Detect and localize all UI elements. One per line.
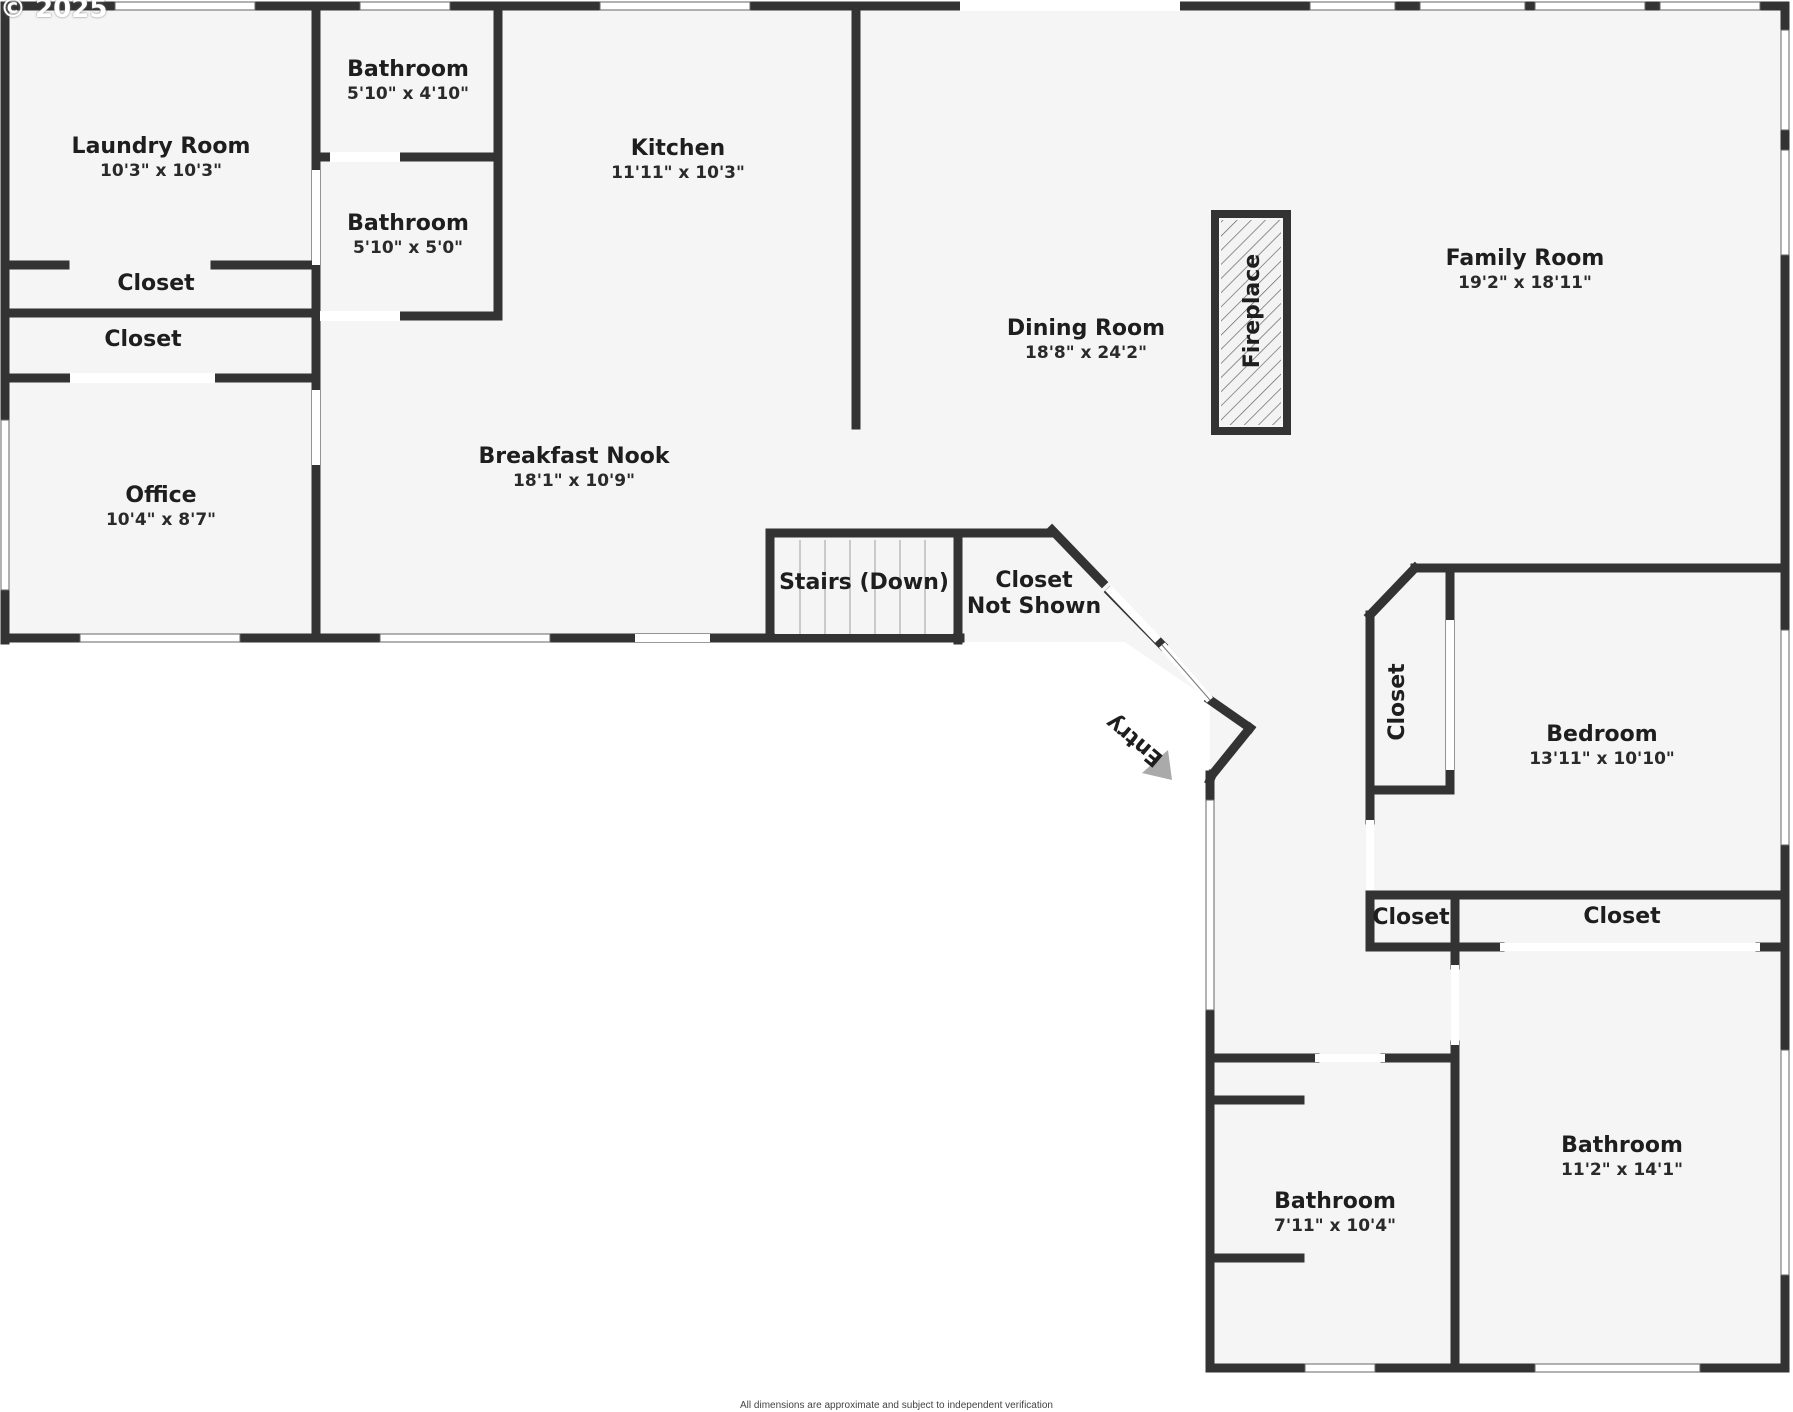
room-dims: 18'8" x 24'2"	[1025, 343, 1147, 363]
label-text: Stairs (Down)	[779, 570, 949, 595]
floor-area	[5, 6, 1785, 1368]
entry-door-glass	[1105, 585, 1161, 643]
room-dims: 11'2" x 14'1"	[1561, 1160, 1683, 1180]
room-dims: 7'11" x 10'4"	[1274, 1216, 1396, 1236]
room-dims: 5'10" x 4'10"	[347, 84, 469, 104]
room-kitchen: Kitchen 11'11" x 10'3"	[611, 136, 745, 184]
room-dims: 19'2" x 18'11"	[1458, 273, 1592, 293]
closet-left-label: Closet	[104, 327, 181, 353]
room-dining: Dining Room 18'8" x 24'2"	[1007, 316, 1165, 364]
room-name: Breakfast Nook	[478, 444, 670, 469]
stairs-label: Stairs (Down)	[779, 570, 949, 596]
room-dims: 18'1" x 10'9"	[513, 471, 635, 491]
disclaimer-footer: All dimensions are approximate and subje…	[740, 1400, 1053, 1411]
room-name: Bathroom	[347, 211, 469, 236]
room-bathroom-lower: Bathroom 7'11" x 10'4"	[1274, 1189, 1396, 1237]
room-bathroom-right: Bathroom 11'2" x 14'1"	[1561, 1133, 1683, 1181]
closet-laundry-label: Closet	[117, 271, 194, 297]
label-text: Closet	[104, 327, 182, 352]
room-name: Laundry Room	[71, 134, 251, 159]
room-name: Family Room	[1445, 246, 1605, 271]
room-dims: 5'10" x 5'0"	[352, 238, 464, 258]
room-laundry: Laundry Room 10'3" x 10'3"	[72, 134, 251, 182]
room-dims: 11'11" x 10'3"	[611, 163, 745, 183]
label-text: Closet	[1385, 663, 1410, 741]
room-family: Family Room 19'2" x 18'11"	[1446, 246, 1605, 294]
room-name: Bathroom	[1561, 1133, 1683, 1158]
room-name: Dining Room	[1006, 316, 1166, 341]
entry-arrow-icon	[1142, 750, 1172, 780]
fireplace-label: Fireplace	[1240, 254, 1266, 368]
room-bathroom-top: Bathroom 5'10" x 4'10"	[347, 57, 469, 105]
room-name: Office	[125, 483, 197, 508]
room-office: Office 10'4" x 8'7"	[106, 483, 216, 531]
door-openings	[70, 152, 1760, 1062]
room-name: Bedroom	[1546, 722, 1658, 747]
label-text: Closet	[117, 271, 195, 296]
room-name: Kitchen	[630, 136, 726, 161]
closet-small-label: Closet	[1372, 905, 1449, 931]
closet-not-shown-label: Closet Not Shown	[967, 568, 1101, 620]
room-dims: 10'3" x 10'3"	[100, 161, 222, 181]
label-text: Fireplace	[1240, 253, 1265, 369]
label-text: Not Shown	[966, 594, 1102, 619]
closet-vertical-label: Closet	[1385, 663, 1411, 740]
watermark: © 2025	[0, 0, 108, 24]
room-name: Bathroom	[1274, 1189, 1396, 1214]
stairs-treads	[775, 538, 953, 634]
room-dims: 13'11" x 10'10"	[1529, 749, 1675, 769]
label-text: Closet	[995, 568, 1073, 593]
room-dims: 10'4" x 8'7"	[105, 510, 217, 530]
label-text: Closet	[1372, 905, 1450, 930]
room-breakfast-nook: Breakfast Nook 18'1" x 10'9"	[479, 444, 670, 492]
room-bathroom-mid: Bathroom 5'10" x 5'0"	[347, 211, 469, 259]
room-name: Bathroom	[347, 57, 469, 82]
windows	[0, 1, 1790, 1373]
closet-wide-label: Closet	[1583, 904, 1660, 930]
room-bedroom: Bedroom 13'11" x 10'10"	[1529, 722, 1675, 770]
fireplace-hatch	[1221, 220, 1281, 425]
label-text: Closet	[1583, 904, 1661, 929]
